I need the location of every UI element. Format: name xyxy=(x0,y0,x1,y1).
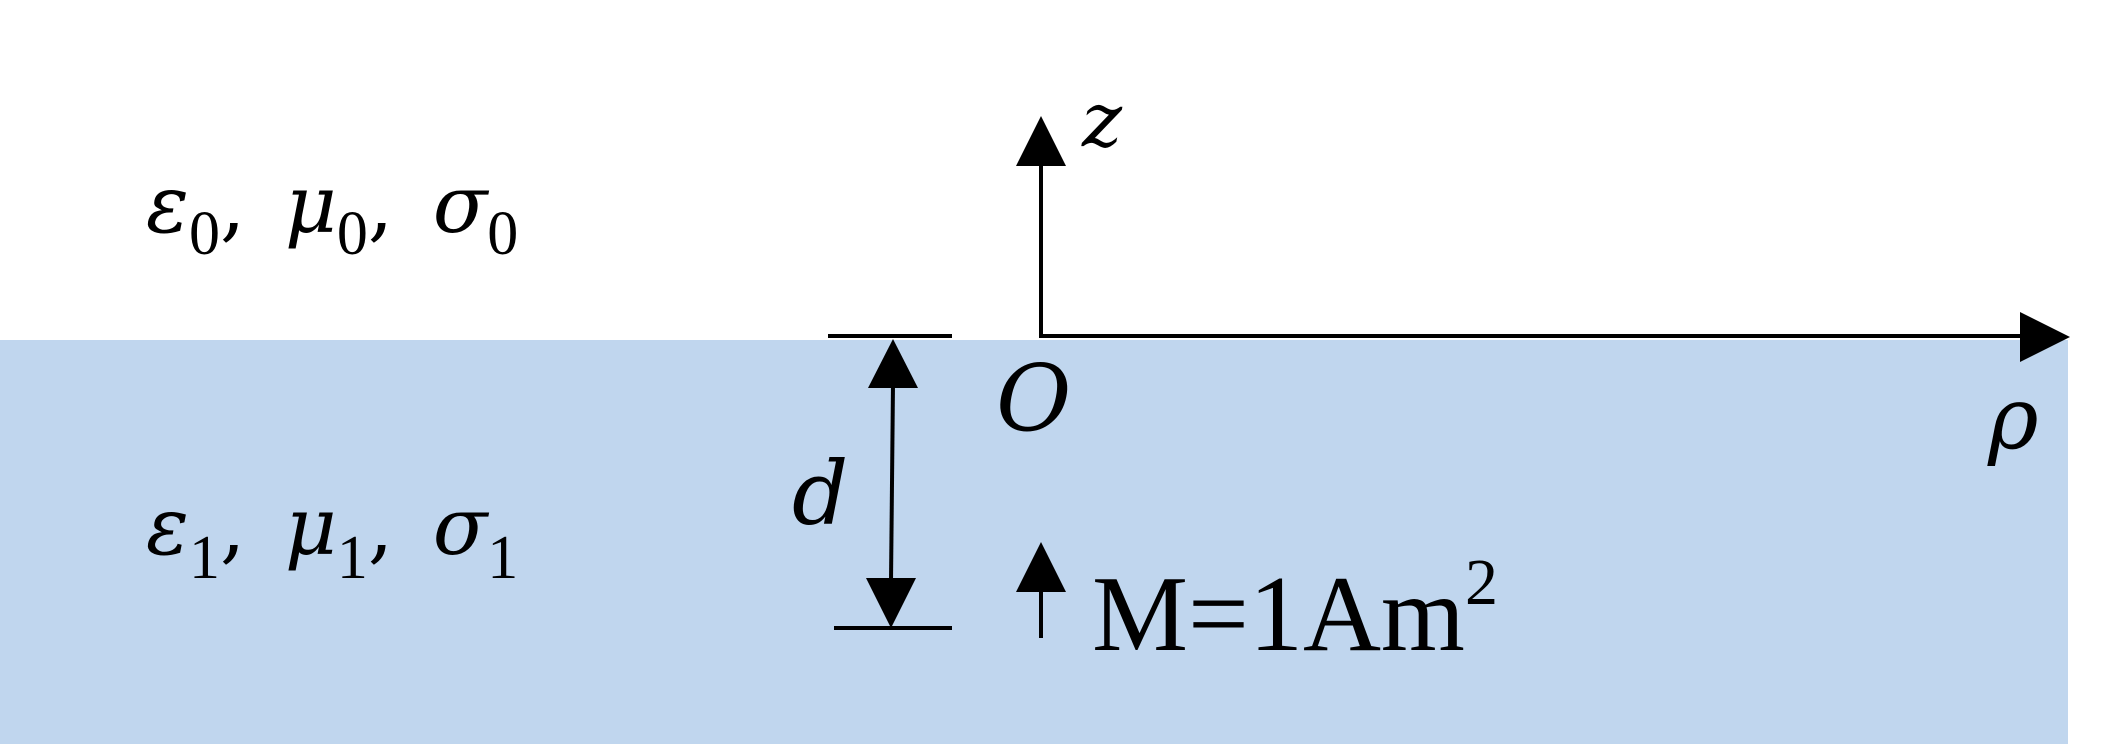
lower-medium-params: ε1, μ1, σ1 xyxy=(146,480,518,592)
upper-mu-subscript: 0 xyxy=(337,200,368,268)
lower-mu-subscript: 1 xyxy=(337,524,368,592)
lower-sep-2: , xyxy=(368,480,393,573)
lower-sigma-subscript: 1 xyxy=(487,524,518,592)
origin-label: O xyxy=(996,345,1071,452)
z-axis-label: z xyxy=(1081,75,1123,164)
upper-sep-2: , xyxy=(368,158,393,251)
upper-sigma: σ xyxy=(433,158,490,251)
lower-sep-1: , xyxy=(220,480,245,573)
dipole-arrowhead xyxy=(1016,542,1066,592)
depth-dimension-line xyxy=(889,383,895,583)
upper-medium-region xyxy=(0,0,2119,340)
lower-medium-region xyxy=(0,340,2068,744)
z-axis-arrowhead xyxy=(1016,116,1066,166)
upper-epsilon: ε xyxy=(146,158,189,251)
upper-sep-1: , xyxy=(220,158,245,251)
depth-down-arrowhead xyxy=(866,578,916,628)
lower-mu: μ xyxy=(285,480,337,573)
rho-axis-arrowhead xyxy=(2020,312,2070,362)
depth-up-arrowhead xyxy=(868,339,918,388)
lower-sigma: σ xyxy=(433,480,490,573)
source-moment-exponent: 2 xyxy=(1465,546,1498,619)
upper-sigma-subscript: 0 xyxy=(487,200,518,268)
upper-mu: μ xyxy=(285,158,337,251)
rho-axis-label: ρ xyxy=(1987,369,2039,469)
upper-medium-params: ε0, μ0, σ0 xyxy=(146,158,518,268)
lower-epsilon: ε xyxy=(146,480,189,573)
source-moment-label: M=1Am2 xyxy=(1092,546,1498,674)
depth-label: d xyxy=(792,442,848,545)
upper-epsilon-subscript: 0 xyxy=(189,200,220,268)
lower-epsilon-subscript: 1 xyxy=(189,524,220,592)
source-moment-text: M=1Am xyxy=(1092,555,1465,674)
